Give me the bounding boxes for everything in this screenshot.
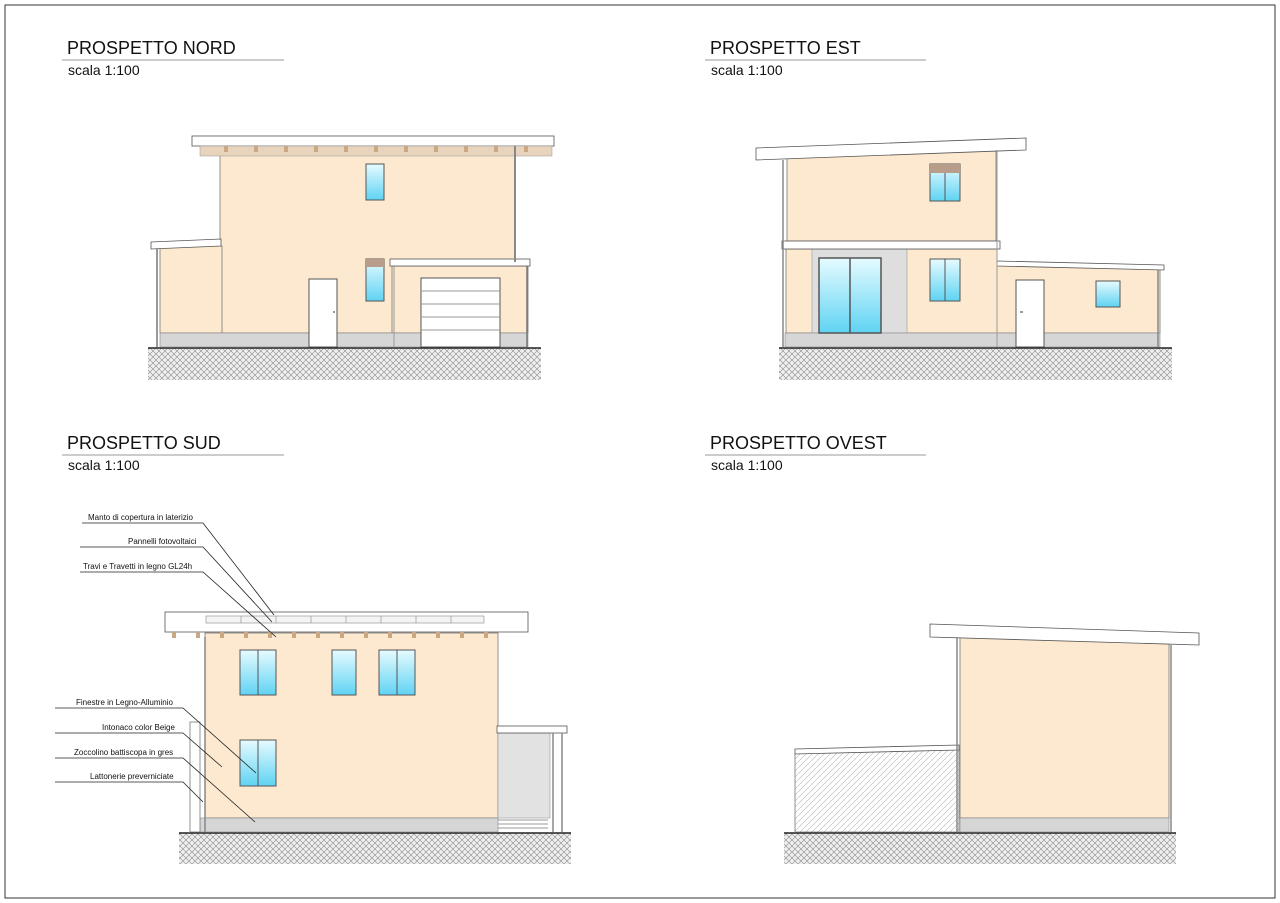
elevation-ovest: PROSPETTO OVEST scala 1:100 (705, 433, 1200, 864)
ground-hatch (779, 348, 1172, 380)
wall-plaster (786, 147, 997, 242)
roof (929, 623, 1200, 646)
floor-band (781, 240, 1001, 250)
note-plaster: Intonaco color Beige (102, 723, 175, 732)
elevation-est-title: PROSPETTO EST (710, 38, 861, 58)
elevation-ovest-scale: scala 1:100 (711, 457, 783, 473)
wall-plaster (959, 633, 1170, 819)
window (365, 163, 385, 201)
door (308, 278, 338, 348)
plinth (784, 332, 1161, 348)
elevation-nord: PROSPETTO NORD scala 1:100 (62, 38, 555, 380)
building-est (755, 137, 1172, 380)
window (1095, 280, 1121, 308)
elevation-sud-title: PROSPETTO SUD (67, 433, 221, 453)
ground-hatch (784, 833, 1176, 864)
leader-line (82, 522, 275, 616)
note-solar-panels: Pannelli fotovoltaici (128, 537, 197, 546)
plinth (197, 817, 499, 833)
canopy (496, 725, 568, 734)
note-roof-covering: Manto di copertura in laterizio (88, 513, 193, 522)
building-sud (164, 611, 571, 864)
roof (755, 137, 1027, 161)
elevation-ovest-title: PROSPETTO OVEST (710, 433, 887, 453)
door (1015, 279, 1045, 348)
building-ovest (784, 623, 1200, 864)
leader-line (80, 546, 273, 623)
note-skirting: Zoccolino battiscopa in gres (74, 748, 173, 757)
wall-plaster (159, 245, 223, 334)
note-windows: Finestre in Legno-Alluminio (76, 698, 173, 707)
building-nord (148, 135, 555, 380)
solar-panels (205, 615, 485, 624)
annotations: Manto di copertura in laterizio Pannelli… (55, 513, 277, 823)
note-beams: Travi e Travetti in legno GL24h (83, 562, 192, 571)
leader-line (55, 732, 223, 768)
leader-line (55, 781, 204, 803)
leader-line (80, 571, 277, 638)
porch-wall (497, 732, 551, 819)
elevation-nord-title: PROSPETTO NORD (67, 38, 236, 58)
roof (191, 135, 555, 147)
canopy (150, 238, 222, 250)
ground-hatch (148, 348, 541, 380)
elevation-nord-scale: scala 1:100 (68, 62, 140, 78)
canopy (389, 258, 531, 267)
ground-hatch (179, 833, 571, 864)
elevation-est-scale: scala 1:100 (711, 62, 783, 78)
plinth (959, 817, 1170, 833)
elevation-est: PROSPETTO EST scala 1:100 (705, 38, 1172, 380)
elevation-sud-scale: scala 1:100 (68, 457, 140, 473)
window (331, 649, 357, 696)
elevation-sud: PROSPETTO SUD scala 1:100 (55, 433, 571, 864)
leader-line (55, 707, 257, 774)
leader-line (55, 757, 256, 823)
garage-door (420, 277, 501, 348)
note-gutters: Lattonerie preverniciate (90, 772, 174, 781)
sheet-border (4, 4, 1276, 899)
annex-wall (794, 748, 960, 833)
